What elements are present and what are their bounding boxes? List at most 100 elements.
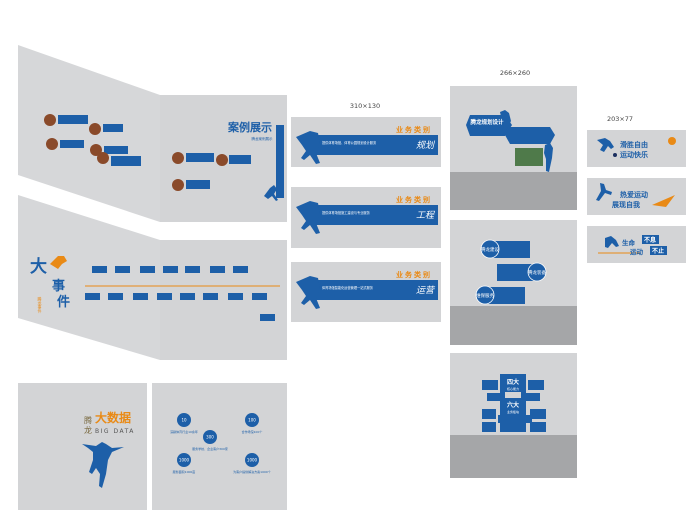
business-size-label: 310×130 [350, 102, 380, 110]
business-script: 运营 [416, 285, 436, 296]
event-box [210, 266, 225, 273]
celebrating-person-icon [82, 442, 124, 488]
runner-icon [500, 110, 511, 135]
runner-icon [544, 143, 553, 172]
bigdata-brand-1: 腾 [84, 415, 92, 425]
stats-panel: 10 深耕体育行业10余年 100 合作场馆100个 300 服务学校、企业客户300家 1… [152, 383, 287, 510]
case-item [46, 138, 84, 150]
event-box [85, 293, 100, 300]
sun-icon [668, 137, 676, 145]
service-label: 维保服务 [476, 292, 494, 299]
slogan-panel-2: 热爱运动 展现自我 [587, 178, 686, 215]
stat-label: 合作场馆100个 [242, 429, 263, 434]
bigdata-subtitle: BIG DATA [95, 428, 135, 435]
core-capabilities-title: 四大 [507, 378, 519, 386]
events-title-3: 件 [57, 294, 70, 310]
slogan-size-label: 203×77 [607, 115, 633, 123]
case-item [90, 144, 128, 156]
stat-value: 10 [181, 418, 187, 423]
runner-icon [605, 236, 619, 248]
stat-label: 为客户提供解决方案1000个 [233, 469, 271, 474]
stat-circle [203, 430, 217, 444]
slogan-panel-1: 滑胜自由 运动快乐 [587, 130, 686, 167]
bigdata-panel: 腾 龙 大数据 BIG DATA [18, 383, 147, 510]
football-player-icon [597, 138, 614, 152]
stat-value: 300 [206, 435, 214, 440]
stat-circle [177, 453, 191, 467]
case-item [216, 154, 251, 166]
stat-label: 服务面积1000亩 [173, 469, 196, 474]
runner-icon [296, 201, 320, 234]
runner-icon [50, 256, 67, 269]
slogan-tag: 不息 [644, 236, 656, 244]
runner-icon [296, 131, 320, 164]
capabilities-panel: 四大 核心能力 六大 业务板块 [450, 353, 577, 478]
business-heading: 业务类别 [396, 270, 432, 279]
kicking-player-icon [596, 183, 612, 201]
big-panel-size-label: 266×260 [500, 69, 530, 77]
stat-circle [177, 413, 191, 427]
business-sectors-title: 六大 [507, 401, 519, 409]
events-title-2: 事 [52, 278, 65, 294]
events-title-1: 大 [30, 256, 47, 277]
stat-circle [245, 413, 259, 427]
slogan-line: 运动 [630, 247, 644, 256]
stat-label: 深耕体育行业10余年 [170, 429, 198, 434]
stat-label: 服务学校、企业客户300家 [192, 446, 228, 451]
business-text: 提供体育场馆、体育公园规划设计服务 [322, 140, 377, 145]
case-item [172, 152, 214, 164]
events-wall: 大 事 件 腾龙事件 [18, 195, 287, 360]
planning-badge: 腾龙规划设计 [469, 118, 504, 126]
runner-icon [264, 185, 278, 201]
event-box [92, 266, 107, 273]
stat-value: 1000 [247, 458, 258, 463]
case-item [44, 114, 88, 126]
event-box [108, 293, 123, 300]
event-box [115, 266, 130, 273]
event-box [203, 293, 218, 300]
event-box [157, 293, 172, 300]
service-label: 腾龙建设 [481, 246, 499, 253]
case-subtitle: 腾龙案例展示 [252, 136, 273, 141]
case-item [172, 179, 210, 191]
business-text: 提供体育场馆施工建设与专业服务 [322, 210, 371, 215]
bigdata-title: 大数据 [95, 410, 131, 425]
event-box [185, 266, 200, 273]
event-box [260, 314, 275, 321]
slogan-line: 生命 [622, 238, 636, 247]
event-box [133, 293, 148, 300]
case-wall: 案例展示 腾龙案例展示 [18, 45, 287, 222]
event-box [252, 293, 267, 300]
slogan-line: 展现自我 [611, 200, 640, 209]
case-item [97, 152, 141, 166]
core-capabilities-sub: 核心能力 [507, 386, 519, 391]
stat-value: 100 [248, 418, 256, 423]
slogan-line: 滑胜自由 [620, 140, 648, 149]
event-box [228, 293, 243, 300]
runner-icon [296, 276, 320, 309]
business-sectors-sub: 业务板块 [507, 409, 519, 414]
service-label: 腾龙装备 [528, 269, 546, 276]
case-item [89, 123, 123, 135]
slogan-line: 运动快乐 [620, 150, 648, 159]
construction-panel: 腾龙建设 腾龙装备 维保服务 [450, 220, 577, 345]
case-title: 案例展示 [227, 120, 272, 134]
slogan-tag: 不止 [652, 247, 664, 255]
event-box [140, 266, 155, 273]
planning-panel: 腾龙规划设计 [450, 86, 577, 210]
business-script: 工程 [416, 210, 435, 221]
slogan-line: 热爱运动 [620, 190, 648, 199]
business-script: 规划 [416, 140, 436, 151]
slogan-panel-3: 生命 运动 不息 不止 [587, 226, 686, 263]
business-text: 体育场馆智能化运营管理一站式服务 [322, 285, 374, 290]
event-box [163, 266, 178, 273]
stat-circle [245, 453, 259, 467]
business-heading: 业务类别 [396, 195, 432, 204]
event-box [233, 266, 248, 273]
business-heading: 业务类别 [396, 125, 432, 134]
stat-value: 1000 [179, 458, 190, 463]
